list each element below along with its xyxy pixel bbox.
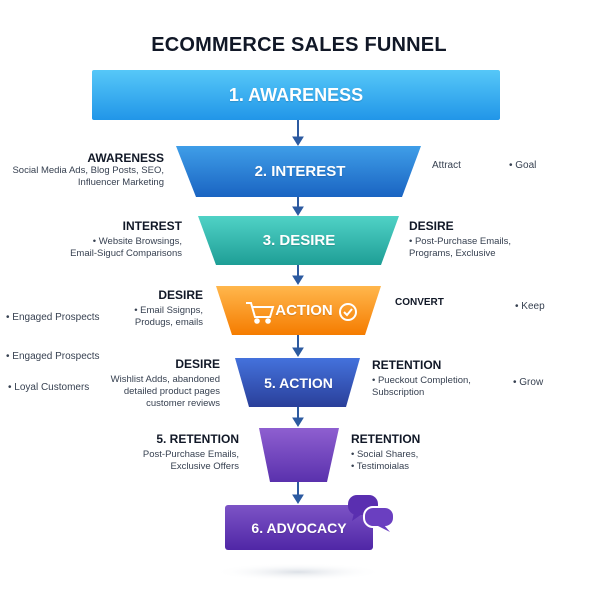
note-desc: Produgs, emails	[134, 317, 203, 328]
stage-interest-label: 2. INTEREST	[254, 163, 346, 180]
note-heading: CONVERT	[395, 297, 444, 308]
note-heading: DESIRE	[409, 219, 454, 233]
note-desc: Subscription	[372, 387, 425, 398]
right-note-attract: Attract	[432, 160, 461, 171]
check-circle-icon	[339, 303, 357, 321]
left-note-desire-2: DESIRE Wishlist Adds, abandoned detailed…	[111, 357, 220, 410]
note-desc: • Social Shares,	[351, 449, 419, 460]
stage-action	[235, 358, 360, 407]
note-desc: Influencer Marketing	[77, 177, 164, 188]
note-desc: customer reviews	[146, 398, 220, 409]
far-left-engaged-prospects-2: • Engaged Prospects	[6, 351, 100, 362]
note-desc: Email-Sigucf Comparisons	[70, 248, 182, 259]
stage-action-orange-label: ACTION	[275, 302, 333, 319]
stage-desire-label: 3. DESIRE	[262, 232, 336, 249]
stage-awareness	[92, 70, 500, 120]
left-note-interest: INTEREST • Website Browsings, Email-Sigu…	[70, 219, 182, 260]
shopping-cart-icon	[246, 302, 275, 324]
left-note-retention: 5. RETENTION Post-Purchase Emails, Exclu…	[143, 432, 239, 473]
stage-interest	[176, 146, 421, 197]
note-desc: Social Media Ads, Blog Posts, SEO,	[12, 165, 164, 176]
stage-awareness-box: 1. AWARENESS	[92, 70, 500, 120]
stage-desire-box: 3. DESIRE	[210, 216, 388, 265]
note-heading: DESIRE	[175, 357, 220, 371]
stage-advocacy	[225, 505, 373, 550]
left-note-awareness: AWARENESS Social Media Ads, Blog Posts, …	[12, 151, 164, 189]
note-desc: Exclusive Offers	[170, 461, 239, 472]
note-desc: • Email Ssignps,	[134, 305, 203, 316]
note-desc: • Website Browsings,	[92, 236, 182, 247]
note-heading: RETENTION	[372, 358, 442, 372]
note-desc: • Post-Purchase Emails,	[409, 236, 512, 247]
chat-bubbles-icon	[348, 495, 395, 532]
stage-advocacy-label: 6. ADVOCACY	[251, 519, 347, 536]
stage-action-label: 5. ACTION	[264, 374, 333, 391]
page-title: ECOMMERCE SALES FUNNEL	[151, 34, 447, 56]
note-desc: Programs, Exclusive	[409, 248, 496, 259]
note-heading: INTEREST	[122, 219, 182, 233]
note-heading: DESIRE	[158, 288, 203, 302]
note-desc: detailed product pages	[123, 386, 220, 397]
stage-interest-box: 2. INTEREST	[190, 146, 410, 197]
note-desc: • Testimoialas	[351, 461, 410, 472]
note-heading: Attract	[432, 160, 461, 171]
far-right-keep: • Keep	[515, 301, 545, 312]
stage-advocacy-box: 6. ADVOCACY	[225, 505, 373, 550]
far-left-loyal-customers: • Loyal Customers	[8, 382, 90, 393]
note-desc: Post-Purchase Emails,	[142, 449, 239, 460]
right-note-desire: DESIRE • Post-Purchase Emails, Programs,…	[409, 219, 511, 260]
note-desc: • Pueckout Completion,	[372, 375, 471, 386]
stage-awareness-label: 1. AWARENESS	[228, 84, 364, 105]
note-desc: Wishlist Adds, abandoned	[110, 374, 220, 385]
stage-desire	[198, 216, 399, 265]
right-note-retention: RETENTION • Pueckout Completion, Subscri…	[372, 358, 471, 399]
left-note-desire: DESIRE • Email Ssignps, Produgs, emails	[134, 288, 203, 329]
note-heading: 5. RETENTION	[156, 432, 239, 446]
note-heading: AWARENESS	[87, 151, 164, 165]
right-note-retention-2: RETENTION • Social Shares, • Testimoiala…	[351, 432, 420, 473]
stage-retention	[259, 428, 339, 482]
stage-action-box: 5. ACTION	[245, 358, 352, 407]
note-heading: RETENTION	[351, 432, 421, 446]
far-right-goal: • Goal	[509, 160, 537, 171]
far-left-engaged-prospects: • Engaged Prospects	[6, 312, 100, 323]
stage-action-orange-box: ACTION	[270, 286, 338, 335]
arrows	[292, 120, 304, 504]
far-right-grow: • Grow	[513, 377, 544, 388]
right-note-convert: CONVERT	[395, 297, 444, 308]
